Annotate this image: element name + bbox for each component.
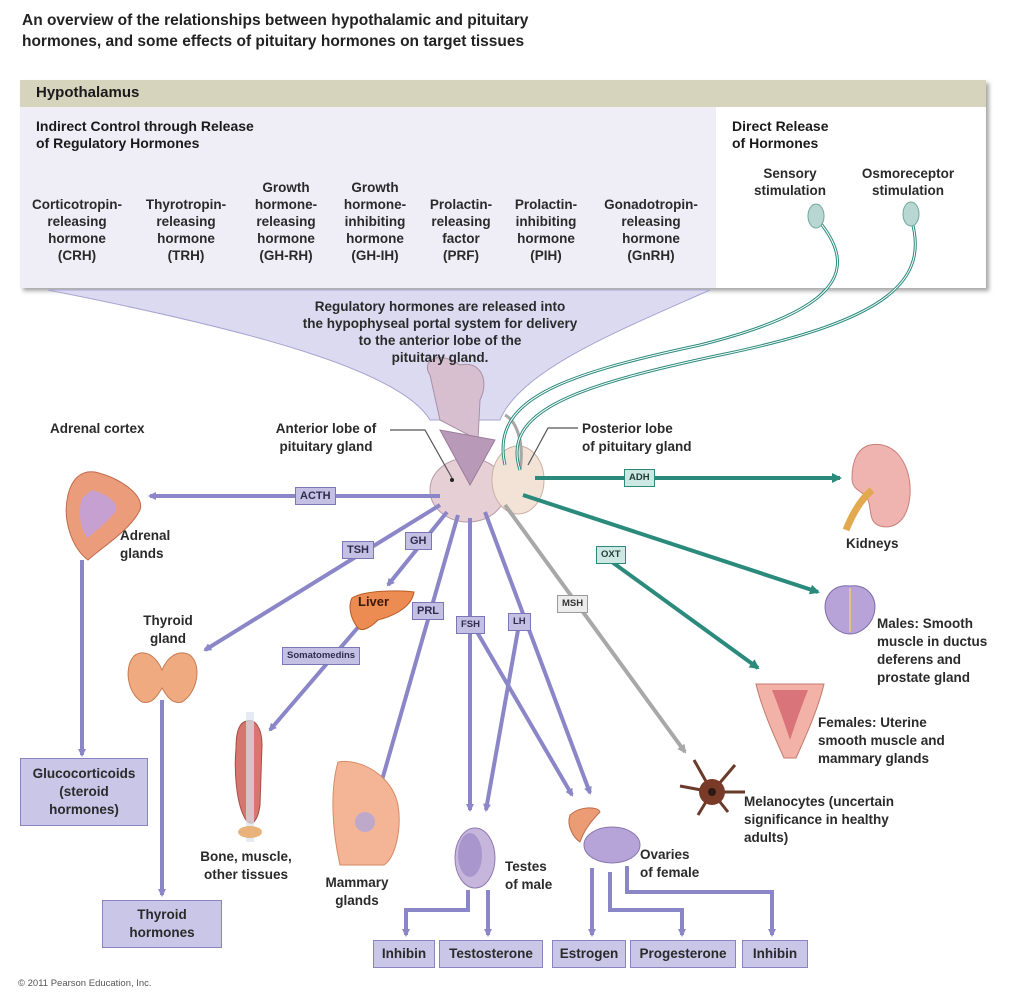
- liver-illustration: [349, 590, 415, 631]
- thyroid-gland-label: Thyroid gland: [143, 613, 193, 646]
- portal-system-note: Regulatory hormones are released into th…: [302, 299, 578, 365]
- bone-muscle-label: Bone, muscle, other tissues: [200, 849, 292, 882]
- ovaries-to-progesterone: [608, 872, 686, 937]
- testes-illustration: [454, 827, 496, 889]
- kidney-illustration: [842, 443, 911, 532]
- melanocytes-label: Melanocytes (uncertain significance in h…: [744, 794, 895, 845]
- figure-title: An overview of the relationships between…: [22, 10, 528, 52]
- msh-arrow: [503, 503, 687, 754]
- hormone-gnrh: Gonadotropin- releasing hormone (GnRH): [604, 197, 698, 263]
- hormone-gh-rh: Growth hormone- releasing hormone (GH-RH…: [254, 180, 318, 263]
- output-inhibin-female: Inhibin: [742, 940, 808, 968]
- adrenal-gland-illustration: [65, 471, 142, 561]
- uterus-illustration: [755, 683, 825, 759]
- ovaries-label: Ovaries of female: [640, 847, 700, 880]
- liver-label: Liver: [358, 594, 390, 609]
- osmoreceptor-neuron-body: [902, 201, 920, 227]
- output-testosterone: Testosterone: [439, 940, 543, 968]
- output-progesterone: Progesterone: [630, 940, 736, 968]
- output-glucocorticoids: Glucocorticoids (steroid hormones): [20, 758, 148, 826]
- portal-funnel: [47, 289, 711, 421]
- hormone-crh: Corticotropin- releasing hormone (CRH): [32, 197, 122, 263]
- lh-arrow-ovaries: [483, 511, 592, 795]
- posterior-lobe-pointer: [527, 427, 578, 466]
- melanocyte-illustration: [679, 759, 745, 816]
- title-line-1: An overview of the relationships between…: [22, 12, 529, 29]
- hormone-trh: Thyrotropin- releasing hormone (TRH): [145, 197, 227, 263]
- testes-label: Testes of male: [505, 859, 553, 892]
- title-line-2: hormones, and some effects of pituitary …: [22, 33, 525, 50]
- thyroid-illustration: [127, 652, 198, 704]
- adrenal-glands-label: Adrenal glands: [120, 528, 171, 561]
- tag-oxt: OXT: [596, 546, 626, 564]
- output-thyroid-hormones: Thyroid hormones: [102, 900, 222, 948]
- tag-prl: PRL: [412, 602, 444, 620]
- hypothalamus-header: [20, 80, 986, 107]
- neuron-axons-inner: [502, 217, 916, 471]
- anterior-lobe-pointer: [390, 429, 453, 479]
- hypothalamus-title: Hypothalamus: [36, 84, 140, 101]
- tsh-arrow: [203, 503, 442, 652]
- tag-msh: MSH: [557, 595, 589, 613]
- hormone-gh-ih: Growth hormone- inhibiting hormone (GH-I…: [343, 180, 407, 263]
- somatomedins-arrow: [268, 623, 362, 732]
- tag-gh: GH: [405, 532, 432, 550]
- males-smooth-muscle-label: Males: Smooth muscle in ductus deferens …: [877, 616, 988, 685]
- females-uterine-label: Females: Uterine smooth muscle and mamma…: [818, 715, 945, 766]
- tag-acth: ACTH: [295, 487, 336, 505]
- anterior-lobe-label: Anterior lobe of pituitary gland: [275, 421, 377, 454]
- direct-release-heading: Direct Release of Hormones: [732, 118, 829, 151]
- tag-somatomedins: Somatomedins: [282, 647, 361, 665]
- hormone-prf: Prolactin- releasing factor (PRF): [429, 197, 493, 263]
- testes-to-inhibin: [402, 890, 470, 937]
- muscle-bone-illustration: [234, 712, 263, 842]
- copyright-notice: © 2011 Pearson Education, Inc.: [18, 978, 152, 989]
- sensory-stimulation-label: Sensory stimulation: [753, 166, 826, 198]
- tag-tsh: TSH: [342, 541, 374, 559]
- breast-illustration: [332, 760, 400, 866]
- mammary-glands-label: Mammary glands: [325, 875, 389, 908]
- ovaries-to-inhibin: [625, 866, 776, 937]
- output-inhibin-male: Inhibin: [373, 940, 435, 968]
- adrenal-cortex-label: Adrenal cortex: [50, 421, 145, 436]
- output-estrogen: Estrogen: [552, 940, 626, 968]
- oxt-arrow-males: [522, 493, 820, 595]
- prl-arrow: [369, 514, 460, 817]
- kidneys-label: Kidneys: [846, 536, 899, 551]
- hormone-pih: Prolactin- inhibiting hormone (PIH): [514, 197, 578, 263]
- ovary-illustration: [568, 807, 641, 864]
- sensory-neuron-body: [807, 203, 825, 229]
- oxt-arrow-females: [610, 560, 760, 670]
- osmoreceptor-stimulation-label: Osmoreceptor stimulation: [861, 166, 955, 198]
- indirect-control-heading: Indirect Control through Release of Regu…: [36, 118, 254, 151]
- tag-fsh: FSH: [456, 616, 485, 634]
- lh-arrow-testes: [483, 629, 520, 812]
- direct-release-panel: [716, 107, 986, 288]
- fsh-arrow-ovaries: [468, 618, 574, 797]
- tag-lh: LH: [508, 613, 531, 631]
- tag-adh: ADH: [624, 469, 655, 487]
- prostate-illustration: [824, 585, 876, 635]
- posterior-lobe-label: Posterior lobe of pituitary gland: [582, 421, 692, 454]
